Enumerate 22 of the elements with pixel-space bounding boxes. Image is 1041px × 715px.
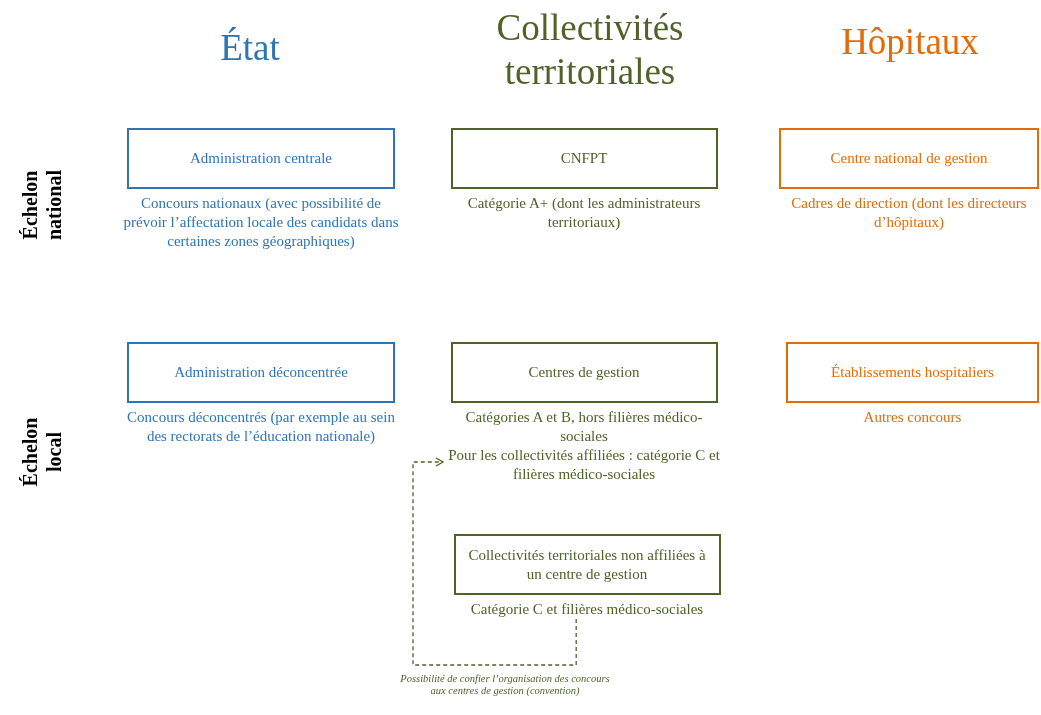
competition-note: Catégorie C et filières médico-sociales	[470, 600, 704, 619]
organization-box: CNFPT	[450, 128, 718, 189]
organization-box: Administration déconcentrée	[127, 342, 395, 403]
competition-note: Catégorie A+ (dont les administrateurs territoriaux)	[466, 194, 702, 232]
column-heading: Collectivités territoriales	[495, 6, 685, 94]
column-heading: Hôpitaux	[840, 20, 980, 64]
competition-note: Concours déconcentrés (par exemple au sein des rectorats de l’éducation nationale)	[126, 408, 396, 446]
competition-note: Concours nationaux (avec possibilité de prévoir l’affectation locale des candidats dans certaines zones géographiques)	[122, 194, 400, 251]
column-heading: État	[219, 26, 281, 70]
row-heading: Échelon national	[18, 169, 66, 242]
edge-label: Possibilité de confier l’organisation des concours aux centres de gestion (convention)	[400, 673, 610, 697]
row-heading: Échelon local	[18, 416, 66, 489]
competition-note: Cadres de direction (dont les directeurs d’hôpitaux)	[790, 194, 1028, 232]
competition-note: Autres concours	[863, 408, 962, 427]
organization-box: Centre national de gestion	[779, 128, 1039, 189]
dashed-arrow	[412, 457, 577, 666]
competition-note: Catégories A et B, hors filières médico-sociales	[464, 408, 704, 446]
competition-note: Pour les collectivités affiliées : catégorie C et filières médico-sociales	[447, 446, 721, 484]
organization-box: Collectivités territoriales non affiliées à un centre de gestion	[453, 534, 721, 595]
organization-box: Administration centrale	[127, 128, 395, 189]
organization-box: Centres de gestion	[450, 342, 718, 403]
organization-box: Établissements hospitaliers	[786, 342, 1039, 403]
